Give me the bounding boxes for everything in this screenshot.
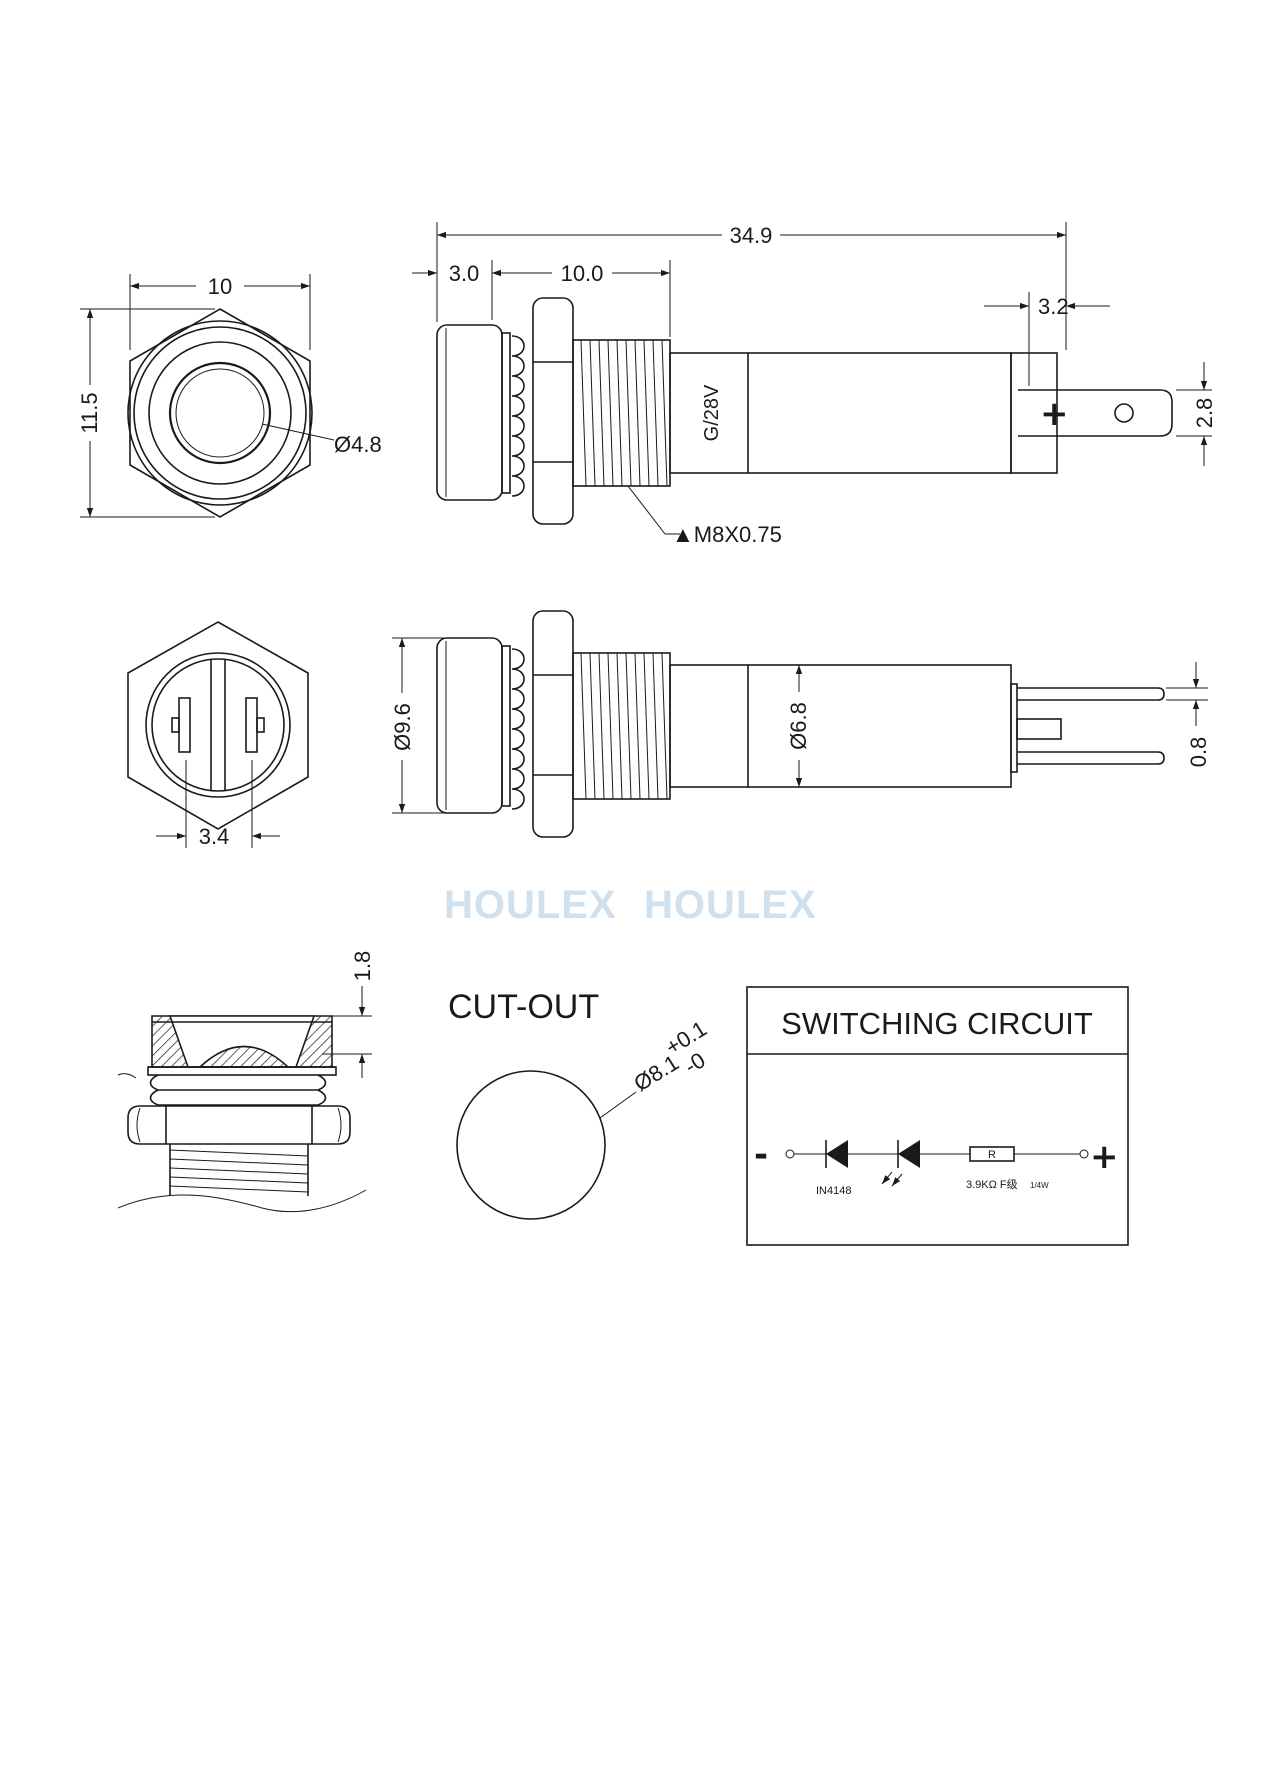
top-view: 10 11.5 Ø4.8 — [77, 274, 382, 518]
resistor-power: 1/4W — [1030, 1181, 1049, 1190]
overall-length: 34.9 — [730, 223, 773, 248]
body-diameter: Ø6.8 — [786, 702, 811, 750]
thread-length: 10.0 — [561, 261, 604, 286]
front-view: Ø9.6 Ø6.8 0.8 — [390, 610, 1211, 838]
thread-lines — [580, 339, 668, 487]
lens-diameter: Ø4.8 — [334, 432, 382, 457]
switching-circuit: SWITCHING CIRCUIT - + R IN4148 3.9KΩ F级 … — [746, 986, 1129, 1246]
tab-length: 3.2 — [1038, 294, 1069, 319]
bottom-view: 3.4 — [127, 621, 309, 849]
side-view: G/28V + 34.9 3.0 10.0 3.2 2.8 — [412, 222, 1217, 547]
cutout-view: CUT-OUT Ø8.1 +0.1 -0 — [448, 988, 711, 1220]
watermark-text: HOULEX — [644, 883, 817, 927]
plus-terminal: + — [1090, 1137, 1119, 1177]
watermark-text: HOULEX — [444, 883, 617, 927]
minus-terminal: - — [754, 1135, 768, 1175]
height-dimension: 11.5 — [77, 392, 102, 433]
width-dimension: 10 — [208, 274, 232, 299]
head-diameter: Ø9.6 — [390, 703, 415, 751]
head-length: 3.0 — [449, 261, 480, 286]
cutout-title: CUT-OUT — [448, 988, 599, 1026]
pin-spacing: 3.4 — [199, 824, 230, 849]
tab-width: 2.8 — [1192, 398, 1217, 429]
plus-terminal-mark: + — [1040, 394, 1069, 434]
depth-dimension: 1.8 — [350, 951, 375, 982]
led-symbol — [898, 1140, 920, 1168]
resistor-label: 3.9KΩ F级 — [966, 1178, 1018, 1191]
circuit-title: SWITCHING CIRCUIT — [781, 1006, 1093, 1041]
diode-symbol — [826, 1140, 848, 1168]
pin-thickness: 0.8 — [1186, 737, 1211, 768]
section-view: 1.8 — [117, 951, 375, 1213]
thread-spec: ▲M8X0.75 — [672, 522, 782, 547]
voltage-label: G/28V — [701, 384, 723, 441]
resistor-symbol-label: R — [988, 1149, 996, 1161]
diode-label: IN4148 — [816, 1185, 851, 1197]
